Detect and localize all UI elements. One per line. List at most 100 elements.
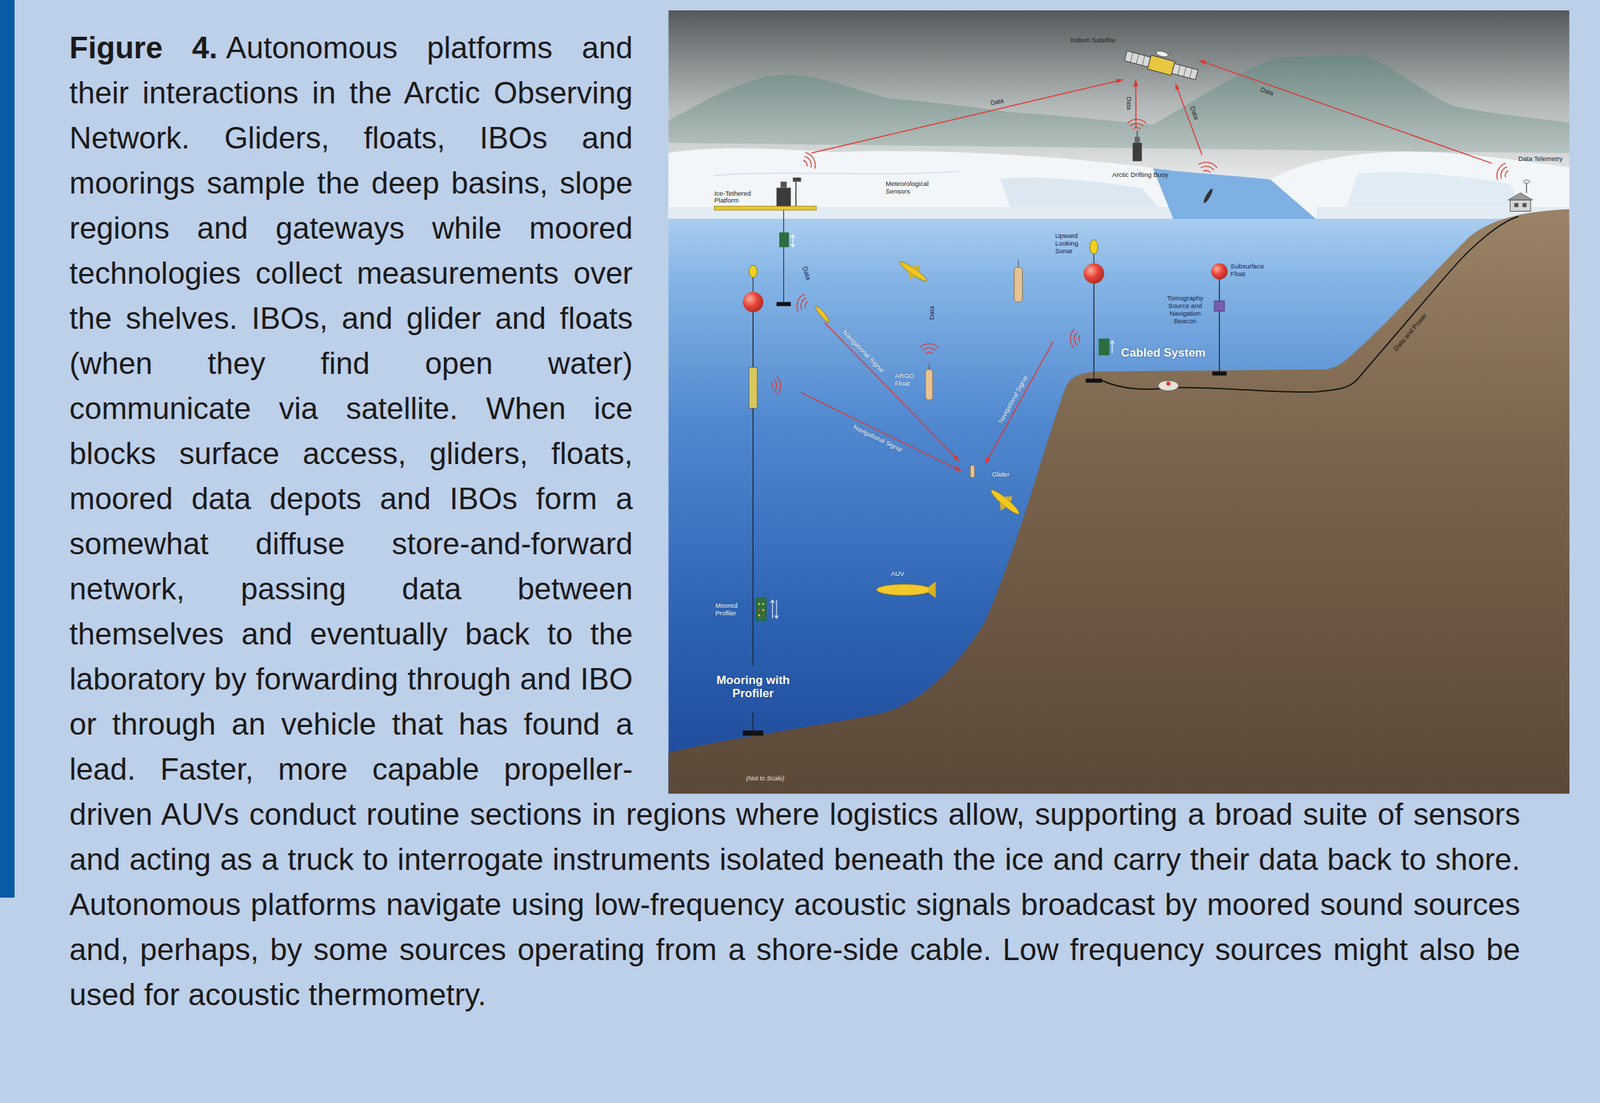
profiling-float-icon (1014, 267, 1023, 302)
shore-station-icon (1513, 203, 1519, 208)
sonar-mooring-icon (1083, 262, 1104, 284)
subsurface-float-mooring-icon (1212, 371, 1227, 376)
glider-and-beacon-icon (988, 487, 1022, 517)
instrument-label: Subsurface Float (1230, 262, 1279, 279)
instrument-label: Mooring with Profiler (707, 673, 799, 701)
shore-station-icon (1101, 161, 1533, 393)
satellite-icon (1142, 55, 1145, 66)
satellite-icon (1171, 63, 1199, 80)
mooring-with-profiler-icon (762, 602, 765, 606)
instrument-label: AUV (890, 570, 922, 578)
scene (668, 10, 1570, 795)
mountains (668, 54, 1570, 153)
satellite-icon (1124, 50, 1152, 67)
glider-and-beacon-icon (985, 483, 1026, 522)
instrument-label: ARGO Float (895, 372, 926, 388)
satellite-icon (1124, 42, 1201, 82)
labelled-instrument: Ice-Tethered Platform (711, 153, 822, 215)
seafloor (668, 209, 1570, 795)
signal-arrow (801, 392, 962, 472)
lead-float-icon (1175, 83, 1202, 156)
labelled-instrument: Moored Profiler (713, 593, 786, 628)
ice-tethered-platform-icon (793, 177, 802, 182)
mooring-with-profiler-icon (758, 609, 761, 612)
glider-icon (897, 259, 929, 284)
mooring-with-profiler-icon (762, 609, 765, 612)
mooring-with-profiler-icon (770, 600, 779, 619)
edge-label: Data (989, 97, 1004, 107)
shore-station-icon (1101, 216, 1519, 393)
diagram-label: Data (1187, 105, 1200, 122)
small-glider-icon (824, 322, 959, 462)
small-glider-icon (813, 305, 831, 325)
subsurface-float-mooring-icon (1211, 262, 1229, 280)
cable-node-icon (1158, 380, 1179, 392)
labelled-instrument: AUV (872, 569, 937, 603)
edge-label: Navigational Signal (852, 423, 905, 454)
glider-and-beacon-icon (970, 465, 975, 479)
mooring-with-profiler-icon (748, 265, 757, 278)
ice-tethered-platform-icon (783, 210, 785, 302)
glider-and-beacon-icon (996, 492, 1015, 513)
labelled-instrument: Tomography Source and Navigation Beacon (1158, 294, 1230, 329)
diagram-label: Data (800, 265, 813, 282)
auv-icon (876, 581, 936, 599)
cable-node-icon (1158, 380, 1179, 392)
argo-float-icon (929, 363, 930, 370)
ice-tethered-platform-icon (800, 150, 819, 172)
sea-ice (668, 148, 1570, 220)
instrument-label: Iridium Satellite (1070, 36, 1138, 45)
caption-block: Figure 4.Autonomous platforms and their … (69, 24, 1521, 1018)
sonar-mooring-icon (1070, 240, 1115, 384)
satellite-icon (1136, 54, 1140, 64)
sonar-mooring-icon (1093, 253, 1095, 263)
drifting-buoy-icon (1134, 136, 1140, 143)
edge-label: Navigational Signal (996, 374, 1029, 425)
mooring-with-profiler-icon (762, 614, 765, 617)
glider-and-beacon-icon (970, 465, 1026, 522)
shore-station-icon (1510, 199, 1531, 211)
drifting-buoy-icon (1136, 130, 1138, 137)
signal-arrow (811, 79, 1124, 154)
ice-tethered-platform-icon (780, 181, 787, 189)
signal-arrow (1135, 79, 1137, 128)
mooring-with-profiler-icon (770, 376, 781, 395)
edge-label: Data (1259, 86, 1274, 98)
satellite-icon (1130, 52, 1134, 63)
signal-arrow (985, 342, 1054, 465)
instrument-label: Upward Looking Sonar (1055, 232, 1088, 256)
ice-tethered-platform-icon (713, 206, 816, 211)
satellite-icon (1189, 67, 1193, 78)
lead-float-icon (1202, 188, 1215, 204)
auv-icon (928, 581, 936, 599)
mooring-with-profiler-icon (756, 598, 767, 621)
ice-tethered-platform-icon (713, 150, 819, 306)
instrument-label: Tomography Source and Navigation Beacon (1158, 294, 1213, 326)
lead-float-icon (1197, 160, 1218, 174)
mooring-with-profiler-icon (748, 367, 757, 409)
sea-ice (668, 148, 1174, 220)
mooring-with-profiler-icon (743, 292, 764, 313)
instrument-label: Ice-Tethered Platform (713, 190, 769, 206)
ice-tethered-platform-icon (776, 301, 791, 306)
drifting-buoy-icon (1127, 119, 1147, 130)
auv-icon (876, 584, 932, 596)
satellite-icon (1147, 55, 1175, 76)
drifting-buoy-icon (1127, 119, 1147, 161)
sonar-mooring-icon (1110, 340, 1115, 354)
diagram-label: Meteorological Sensors (886, 180, 950, 196)
sea-ice (1270, 151, 1570, 220)
mooring-with-profiler-icon (752, 277, 754, 293)
labelled-instrument: Subsurface Float (1209, 260, 1281, 287)
sonar-mooring-icon (1090, 240, 1099, 255)
ice-tethered-platform-icon (795, 181, 796, 207)
mooring-with-profiler-icon (752, 312, 754, 666)
labelled-instrument: Glider (960, 464, 1025, 517)
mooring-with-profiler-icon (743, 265, 781, 736)
labelled-instrument: Upward Looking Sonar (1053, 230, 1113, 384)
sonar-mooring-icon (1070, 329, 1081, 349)
mooring-with-profiler-icon (758, 602, 761, 606)
shore-station-icon (1526, 182, 1528, 193)
subsurface-float-mooring-icon (1219, 279, 1220, 373)
figure-caption: Autonomous platforms and their interacti… (69, 30, 1521, 1012)
